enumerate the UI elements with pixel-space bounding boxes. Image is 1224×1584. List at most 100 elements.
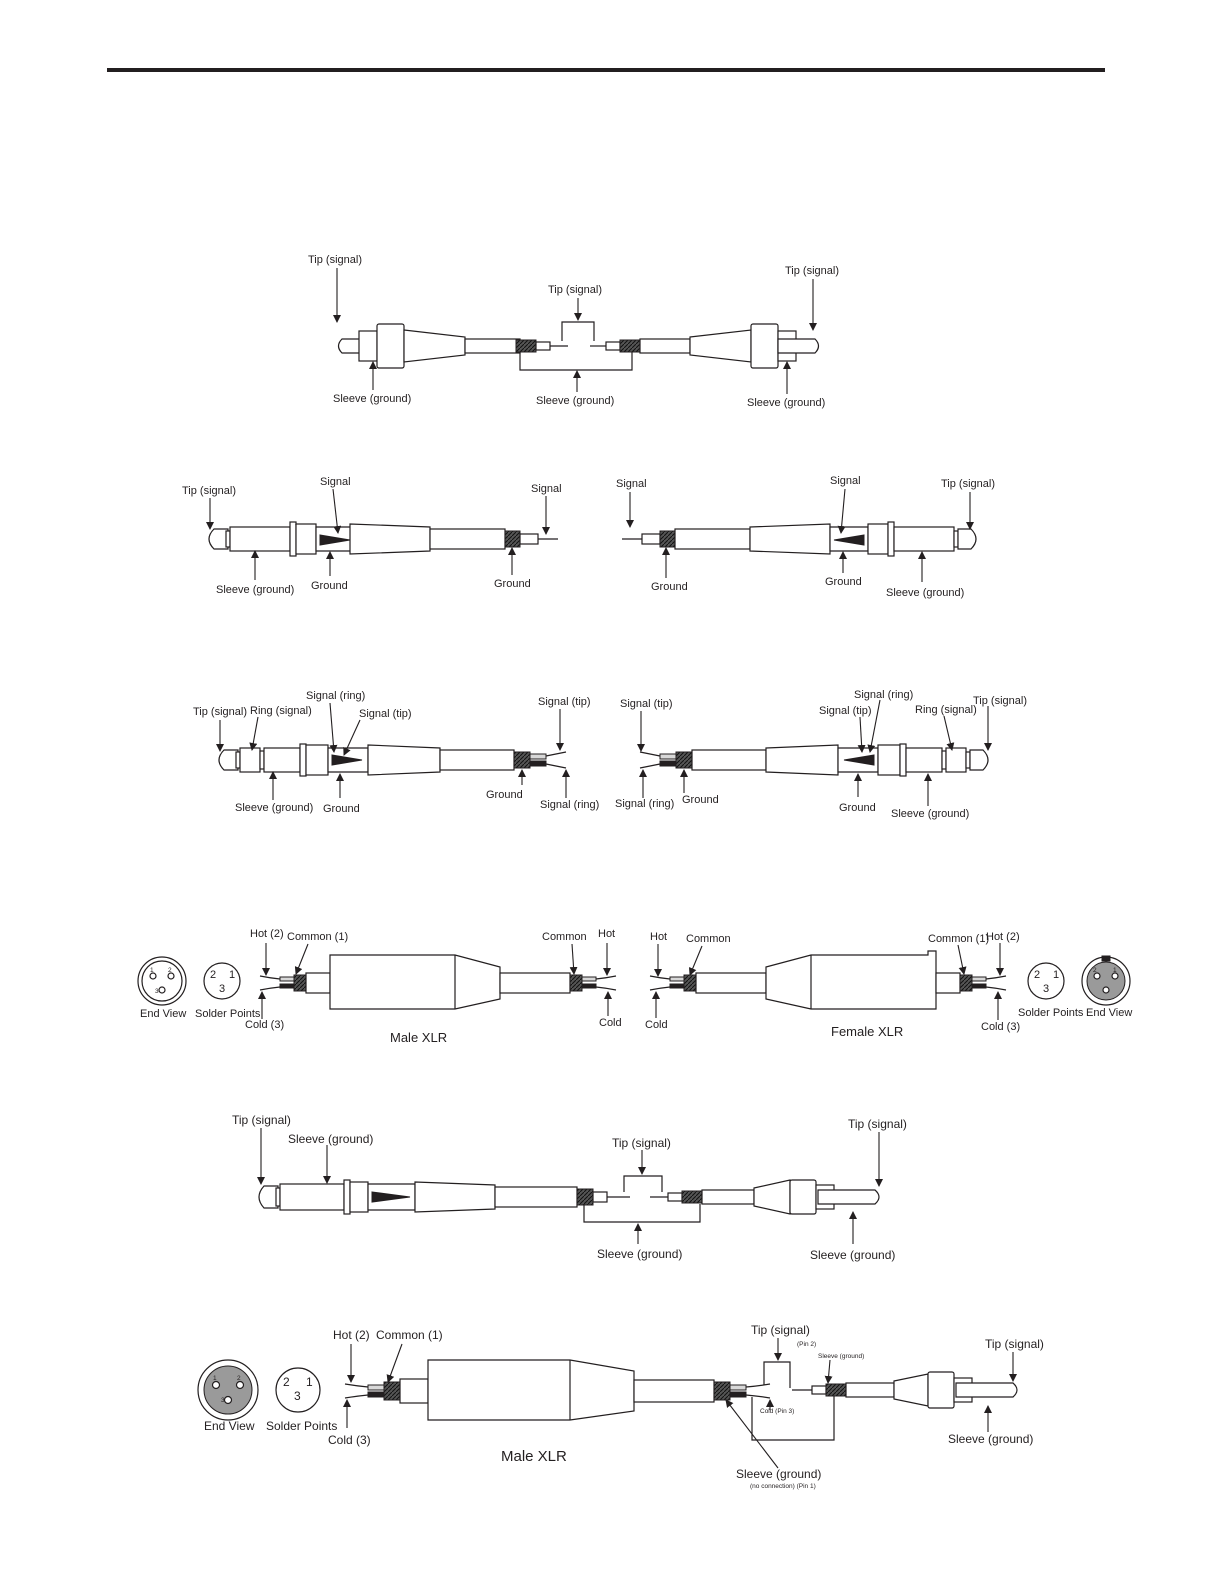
label-xlr-female-cold: Cold (3) <box>981 1021 1020 1033</box>
label-rca-center-sleeve: Sleeve (ground) <box>536 395 614 407</box>
label-xlr-female-common: Common (1) <box>928 933 989 945</box>
label-rca-right-tip: Tip (signal) <box>785 265 839 277</box>
label-xlr-female-hot: Hot (2) <box>986 931 1020 943</box>
label-trs-left-signal-tip-end: Signal (tip) <box>538 696 591 708</box>
xlr-female-diagram: 2 1 3 2 1 Hot Common Cold Common (1) Hot… <box>645 931 1132 1039</box>
pin-label-3: 3 <box>155 988 159 995</box>
label-xlrrca-cold-pin3: Cold (Pin 3) <box>760 1408 794 1415</box>
caption-xlr-male: Male XLR <box>390 1030 447 1045</box>
label-rca-right-sleeve: Sleeve (ground) <box>747 397 825 409</box>
label-ts-left-ground-inner: Ground <box>311 580 348 592</box>
label-xlrrca-end-view: End View <box>204 1419 255 1433</box>
trs-plug-left-diagram: Tip (signal) Ring (signal) Signal (ring)… <box>193 690 599 815</box>
pin-label-x2: 2 <box>237 1375 241 1382</box>
trs-plug-right-diagram: Signal (tip) Signal (tip) Signal (ring) … <box>615 689 1027 820</box>
label-tsrca-sleeve-right: Sleeve (ground) <box>810 1248 895 1262</box>
label-ts-left-tip: Tip (signal) <box>182 485 236 497</box>
solder-label-2: 2 <box>210 969 216 981</box>
label-tsrca-tip-right: Tip (signal) <box>848 1117 907 1131</box>
label-xlrrca-hot: Hot (2) <box>333 1328 370 1342</box>
label-rca-center-tip: Tip (signal) <box>548 284 602 296</box>
label-xlrrca-sleeve-small: Sleeve (ground) <box>818 1353 864 1360</box>
label-trs-right-sleeve: Sleeve (ground) <box>891 808 969 820</box>
label-trs-left-ground-inner: Ground <box>323 803 360 815</box>
label-trs-left-ground-end: Ground <box>486 789 523 801</box>
label-trs-right-ground-end: Ground <box>682 794 719 806</box>
label-ts-right-tip: Tip (signal) <box>941 478 995 490</box>
label-ts-left-signal-inner: Signal <box>320 476 351 488</box>
solder-label-f1: 1 <box>1053 969 1059 981</box>
label-trs-right-tip: Tip (signal) <box>973 695 1027 707</box>
pin-label-1: 1 <box>150 967 154 974</box>
label-xlrrca-sleeve-right: Sleeve (ground) <box>948 1432 1033 1446</box>
label-xlr-male-hot-end: Hot <box>598 928 615 940</box>
label-xlrrca-tip-center: Tip (signal) <box>751 1323 810 1337</box>
label-xlrrca-tip-right: Tip (signal) <box>985 1337 1044 1351</box>
label-ts-left-sleeve: Sleeve (ground) <box>216 584 294 596</box>
rca-to-rca-diagram: Tip (signal) Tip (signal) Tip (signal) S… <box>308 254 839 409</box>
label-trs-left-signal-tip-inner: Signal (tip) <box>359 708 412 720</box>
label-ts-right-ground-inner: Ground <box>825 576 862 588</box>
rca-inner-left <box>535 341 551 351</box>
label-xlrrca-cold: Cold (3) <box>328 1433 371 1447</box>
label-ts-right-sleeve: Sleeve (ground) <box>886 587 964 599</box>
ts-plug-left-diagram: Tip (signal) Signal Signal Sleeve (groun… <box>182 476 562 596</box>
pin-label-f2: 2 <box>1093 967 1097 974</box>
solder-label-3: 3 <box>219 983 225 995</box>
label-xlr-female-end-view: End View <box>1086 1007 1132 1019</box>
label-tsrca-tip-left: Tip (signal) <box>232 1113 291 1127</box>
label-xlr-female-common-end: Common <box>686 933 731 945</box>
label-trs-left-signal-ring-inner: Signal (ring) <box>306 690 365 702</box>
caption-xlrrca-male: Male XLR <box>501 1448 567 1465</box>
top-rule <box>107 68 1105 72</box>
label-xlr-female-cold-end: Cold <box>645 1019 668 1031</box>
label-xlrrca-sleeve-bottom: Sleeve (ground) <box>736 1467 821 1481</box>
solder-label-f2: 2 <box>1034 969 1040 981</box>
label-xlrrca-solder-points: Solder Points <box>266 1419 337 1433</box>
label-xlr-male-common: Common (1) <box>287 931 348 943</box>
label-trs-right-ring: Ring (signal) <box>915 704 977 716</box>
rca-cable-left <box>464 338 521 354</box>
label-trs-left-tip: Tip (signal) <box>193 706 247 718</box>
label-ts-left-ground-end: Ground <box>494 578 531 590</box>
label-xlrrca-pin2: (Pin 2) <box>797 1341 816 1348</box>
label-rca-left-tip: Tip (signal) <box>308 254 362 266</box>
pin-label-f1: 1 <box>1113 967 1117 974</box>
xlr-male-diagram: 1 2 3 2 1 3 End V <box>137 928 622 1045</box>
solder-label-x3: 3 <box>294 1389 301 1403</box>
rca-body-left <box>376 323 405 369</box>
ts-to-rca-diagram: Tip (signal) Sleeve (ground) Tip (signal… <box>232 1113 907 1262</box>
rca-shield-left <box>515 339 537 353</box>
label-xlrrca-no-connection: (no connection) (Pin 1) <box>750 1483 816 1490</box>
label-trs-left-sleeve: Sleeve (ground) <box>235 802 313 814</box>
solder-label-x2: 2 <box>283 1375 290 1389</box>
label-xlr-male-common-end: Common <box>542 931 587 943</box>
label-trs-right-signal-ring-inner: Signal (ring) <box>854 689 913 701</box>
ts-plug-right-diagram: Signal Signal Tip (signal) Ground Ground… <box>616 475 995 599</box>
label-tsrca-sleeve-center: Sleeve (ground) <box>597 1247 682 1261</box>
label-trs-left-ring: Ring (signal) <box>250 705 312 717</box>
label-xlr-female-solder-points: Solder Points <box>1018 1007 1084 1019</box>
solder-label-1: 1 <box>229 969 235 981</box>
rca-collar-left <box>358 330 378 362</box>
solder-label-x1: 1 <box>306 1375 313 1389</box>
rca-boot-left <box>403 329 466 363</box>
xlr-to-rca-diagram: 1 2 3 2 1 3 <box>197 1323 1044 1490</box>
pin-label-x1: 1 <box>213 1375 217 1382</box>
pin-label-x3: 3 <box>221 1397 225 1404</box>
label-tsrca-tip-center: Tip (signal) <box>612 1136 671 1150</box>
label-xlr-male-solder-points: Solder Points <box>195 1008 261 1020</box>
label-trs-left-signal-ring-end: Signal (ring) <box>540 799 599 811</box>
solder-label-f3: 3 <box>1043 983 1049 995</box>
label-trs-right-signal-tip-inner: Signal (tip) <box>819 705 872 717</box>
label-xlr-male-end-view: End View <box>140 1008 186 1020</box>
label-ts-right-signal-end: Signal <box>616 478 647 490</box>
label-tsrca-sleeve-left: Sleeve (ground) <box>288 1132 373 1146</box>
label-trs-right-signal-tip-end: Signal (tip) <box>620 698 673 710</box>
label-ts-right-signal-inner: Signal <box>830 475 861 487</box>
label-trs-right-signal-ring-end: Signal (ring) <box>615 798 674 810</box>
label-ts-left-signal-end: Signal <box>531 483 562 495</box>
label-xlr-female-hot-end: Hot <box>650 931 667 943</box>
